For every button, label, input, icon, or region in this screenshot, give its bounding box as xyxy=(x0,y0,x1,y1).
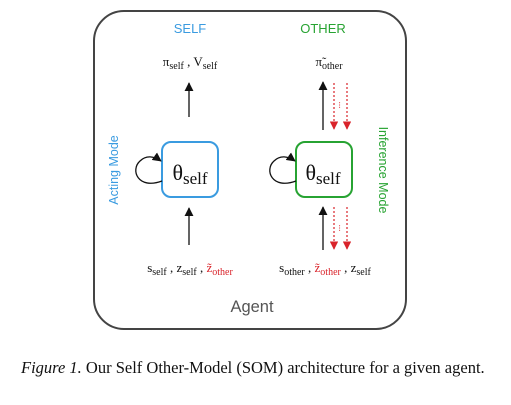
self-network-label: θself xyxy=(172,160,207,188)
other-column-header: OTHER xyxy=(300,21,346,36)
backprop-ellipsis-upper: ... xyxy=(337,102,347,109)
self-recurrent-loop xyxy=(135,152,163,184)
figure-caption: Figure 1. Our Self Other-Model (SOM) arc… xyxy=(21,357,493,379)
figure-number: Figure 1. xyxy=(21,358,82,377)
self-network-box xyxy=(161,141,219,198)
som-architecture-diagram: SELF OTHER πself , Vself π̃other ... ...… xyxy=(93,10,407,330)
other-input-label: sother , z̃other , zself xyxy=(279,260,371,278)
other-network-box xyxy=(295,141,353,198)
self-output-label: πself , Vself xyxy=(163,54,218,72)
agent-label: Agent xyxy=(230,298,274,316)
inference-mode-label: Inference Mode xyxy=(376,127,390,214)
backprop-ellipsis-lower: ... xyxy=(337,225,347,232)
agent-frame xyxy=(93,10,407,330)
self-column-header: SELF xyxy=(174,21,207,36)
other-network-label: θself xyxy=(305,160,340,188)
other-output-label: π̃other xyxy=(315,54,343,72)
acting-mode-label: Acting Mode xyxy=(107,135,121,205)
self-input-label: sself , zself , z̃other xyxy=(147,260,233,278)
other-recurrent-loop xyxy=(269,152,297,184)
caption-text: Our Self Other-Model (SOM) architecture … xyxy=(81,358,485,377)
